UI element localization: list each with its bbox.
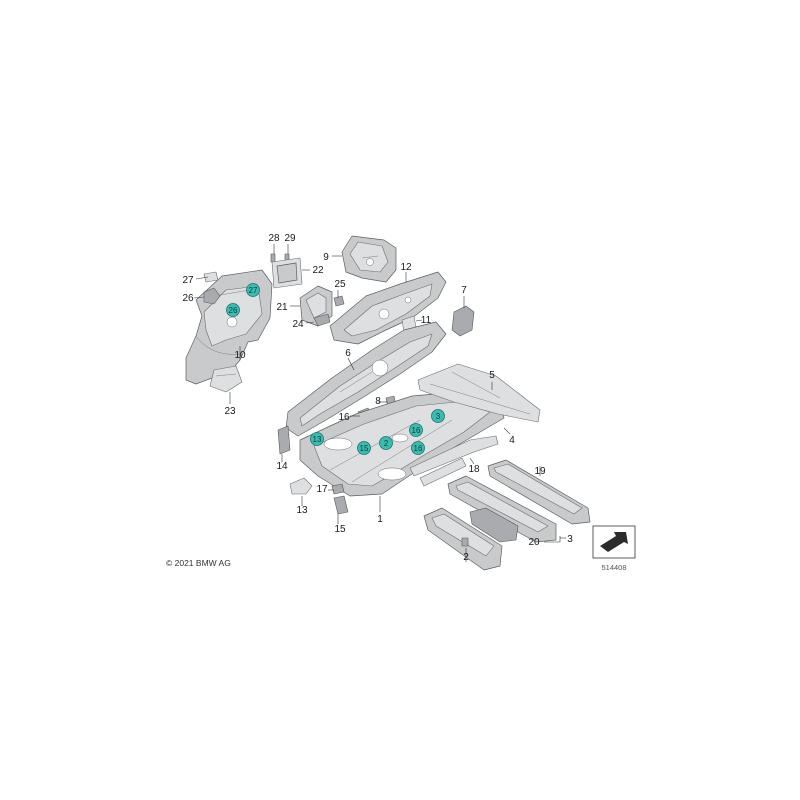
callout-16: 16 (338, 412, 350, 423)
callout-17: 17 (316, 484, 328, 495)
callout-1: 1 (377, 514, 383, 525)
part-rail-3 (469, 507, 519, 543)
callout-15: 15 (334, 524, 346, 535)
part-plate-22 (271, 257, 303, 289)
callout-27: 27 (182, 275, 194, 286)
callout-11: 11 (421, 315, 432, 326)
marker-15: 15 (357, 441, 371, 455)
part-bracket-9 (341, 235, 397, 283)
leader-lines (193, 244, 566, 562)
marker-2: 2 (379, 436, 393, 450)
marker-26: 26 (226, 303, 240, 317)
svg-text:3: 3 (436, 412, 441, 421)
callout-29: 29 (284, 233, 296, 244)
marker-16-lower: 16 (411, 441, 425, 455)
callout-25: 25 (334, 279, 346, 290)
svg-text:15: 15 (360, 444, 369, 453)
callout-labels: 1 2 3 4 5 6 7 8 9 10 11 12 13 14 15 16 1… (182, 233, 573, 563)
part-bolt-25 (333, 295, 345, 307)
svg-text:16: 16 (412, 426, 421, 435)
part-clip-17 (331, 483, 345, 495)
part-bracket-15 (333, 495, 349, 515)
callout-4: 4 (509, 435, 515, 446)
callout-19: 19 (534, 466, 546, 477)
part-floor-pan-1 (299, 391, 505, 497)
marker-13: 13 (310, 432, 324, 446)
marker-16-upper: 16 (409, 423, 423, 437)
marker-27: 27 (246, 283, 260, 297)
part-rail-2 (423, 507, 503, 571)
callout-20: 20 (528, 537, 540, 548)
svg-text:27: 27 (249, 286, 258, 295)
part-strip-18 (419, 457, 467, 487)
part-clip-27 (203, 271, 219, 283)
part-rail-20 (447, 475, 557, 543)
reference-code: 514408 (601, 563, 626, 572)
svg-text:2: 2 (384, 439, 389, 448)
part-strip-4 (409, 435, 499, 477)
part-rail-19 (487, 459, 591, 525)
part-crossmember-5 (417, 363, 541, 423)
callout-10: 10 (234, 350, 246, 361)
callout-5: 5 (489, 370, 495, 381)
part-bracket-23 (209, 365, 243, 393)
callout-3: 3 (567, 534, 573, 545)
callout-7: 7 (461, 285, 467, 296)
marker-group: 13 15 2 3 16 16 26 27 (226, 283, 445, 455)
callout-12: 12 (400, 262, 412, 273)
svg-text:26: 26 (229, 306, 238, 315)
svg-text:16: 16 (414, 444, 423, 453)
callout-13: 13 (296, 505, 308, 516)
copyright-text: © 2021 BMW AG (166, 558, 231, 568)
callout-26: 26 (182, 293, 194, 304)
part-bracket-7 (451, 305, 475, 337)
callout-2: 2 (463, 552, 469, 563)
orientation-arrow-box (592, 525, 636, 559)
callout-9: 9 (323, 252, 329, 263)
part-rail-6 (285, 321, 447, 437)
callout-14: 14 (276, 461, 288, 472)
callout-23: 23 (224, 406, 236, 417)
part-crossmember-12 (329, 271, 447, 345)
callout-24: 24 (292, 319, 304, 330)
part-bracket-26 (203, 287, 221, 305)
callout-8: 8 (375, 396, 381, 407)
callout-6: 6 (345, 348, 351, 359)
part-bracket-21 (299, 285, 333, 327)
part-bracket-14 (277, 425, 291, 455)
callout-28: 28 (268, 233, 280, 244)
direction-arrow-icon (600, 532, 628, 552)
callout-18: 18 (468, 464, 480, 475)
svg-text:13: 13 (313, 435, 322, 444)
marker-3: 3 (431, 409, 445, 423)
part-bracket-13 (289, 477, 313, 495)
callout-22: 22 (312, 265, 324, 276)
callout-21: 21 (276, 302, 288, 313)
